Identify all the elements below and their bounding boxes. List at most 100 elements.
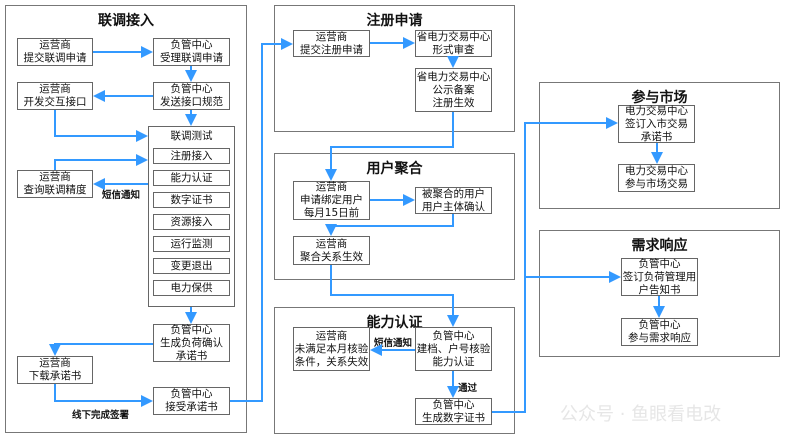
flow-arrow: [54, 154, 148, 170]
box-line: 建档、户号核验: [416, 342, 491, 355]
box-line: 开发交互接口: [23, 96, 87, 108]
box-line: 公示备案: [432, 83, 475, 96]
panel-title: 能力认证: [366, 315, 423, 331]
box-line: 运营商: [39, 83, 71, 95]
box-line: 运营商: [39, 171, 71, 183]
box-line: 负管中心: [170, 83, 213, 95]
joint-send-box: 负管中心发送接口规范: [153, 82, 230, 110]
box-line: 电力交易中心: [625, 165, 688, 177]
flow-arrow: [49, 343, 153, 356]
flow-arrow: [330, 265, 459, 327]
panel-market: 参与市场: [539, 82, 780, 209]
joint-test-item: 变更退出: [153, 258, 230, 274]
box-line: 生成负荷确认: [160, 336, 223, 349]
box-line: 提交联调申请: [23, 52, 87, 64]
box-line: 负管中心: [170, 323, 213, 336]
register-publicize-box: 省电力交易中心公示备案注册生效: [415, 68, 492, 112]
aggregate-bind-box: 运营商申请绑定用户每月15日前: [293, 181, 370, 220]
box-line: 用户主体确认: [422, 200, 485, 213]
box-line: 运营商: [315, 181, 348, 193]
box-line: 参与市场交易: [625, 178, 688, 190]
joint-submit-box: 运营商提交联调申请: [17, 38, 93, 66]
box-line: 省电力交易中心: [416, 30, 491, 43]
box-line: 下载承诺书: [28, 370, 82, 382]
box-line: 生成数字证书: [422, 411, 485, 424]
box-line: 签订负荷管理用: [622, 270, 697, 283]
box-line: 每月15日前: [303, 207, 360, 219]
pass-label: 通过: [458, 383, 478, 394]
offline-sign-label: 线下完成签署: [72, 410, 130, 421]
register-review-box: 省电力交易中心形式审查: [415, 30, 492, 57]
panel-title: 联调接入: [98, 13, 154, 29]
box-line: 被聚合的用户: [422, 187, 485, 200]
joint-test-item: 资源接入: [153, 214, 230, 230]
joint-test-item: 注册接入: [153, 148, 230, 164]
box-line: 未满足本月核验: [294, 342, 369, 355]
sms-label: 短信通知: [374, 338, 413, 349]
panel-title: 需求响应: [631, 238, 688, 254]
box-line: 运营商: [315, 237, 348, 250]
capability-cert-box: 负管中心生成数字证书: [415, 398, 492, 425]
aggregate-effective-box: 运营商聚合关系生效: [293, 236, 370, 265]
joint-test-item: 电力保供: [153, 280, 230, 296]
box-line: 负管中心: [170, 39, 213, 51]
box-line: 负管中心: [432, 329, 475, 342]
box-line: 负管中心: [432, 398, 475, 411]
flow-arrow: [492, 117, 618, 413]
box-line: 提交注册申请: [300, 43, 363, 56]
box-line: 运营商: [315, 329, 348, 342]
box-line: 户告知书: [638, 283, 681, 296]
joint-download-box: 运营商下载承诺书: [17, 356, 93, 384]
box-line: 聚合关系生效: [300, 250, 363, 263]
demand-respond-box: 负管中心参与需求响应: [621, 318, 698, 346]
panel-title: 注册申请: [366, 13, 423, 29]
joint-develop-box: 运营商开发交互接口: [17, 82, 93, 110]
box-line: 承诺书: [640, 130, 673, 143]
box-line: 运营商: [39, 39, 71, 51]
joint-query-box: 运营商查询联调精度: [17, 170, 93, 198]
box-line: 注册生效: [432, 96, 475, 109]
box-line: 能力认证: [432, 355, 475, 368]
capability-verify-box: 负管中心建档、户号核验能力认证: [415, 327, 492, 371]
joint-test-item: 数字证书: [153, 192, 230, 208]
sms-label: 短信通知: [102, 190, 141, 201]
box-line: 电力交易中心: [625, 104, 688, 117]
box-line: 承诺书: [175, 349, 208, 362]
joint-test-title: 联调测试: [170, 130, 213, 142]
aggregate-confirm-box: 被聚合的用户用户主体确认: [415, 187, 492, 214]
joint-generate-box: 负管中心生成负荷确认承诺书: [153, 324, 230, 362]
box-line: 负管中心: [638, 319, 681, 331]
flow-arrow: [325, 112, 454, 181]
box-line: 运营商: [39, 357, 71, 369]
panel-title: 用户聚合: [366, 161, 423, 177]
joint-receive-box: 负管中心接受承诺书: [153, 387, 230, 415]
box-line: 参与需求响应: [628, 332, 691, 344]
flow-arrow: [54, 110, 148, 142]
panel-title: 参与市场: [631, 90, 688, 106]
box-line: 发送接口规范: [160, 96, 223, 108]
box-line: 省电力交易中心: [416, 70, 491, 83]
box-line: 查询联调精度: [23, 184, 87, 196]
market-sign-box: 电力交易中心签订入市交易承诺书: [618, 105, 695, 143]
watermark: 公众号 · 鱼眼看电改: [560, 404, 722, 425]
register-submit-box: 运营商提交注册申请: [293, 30, 370, 57]
box-line: 受理联调申请: [160, 52, 223, 64]
box-line: 形式审查: [432, 43, 475, 56]
joint-test-item: 能力认证: [153, 170, 230, 186]
box-line: 条件，关系失效: [294, 355, 369, 368]
joint-test-item: 运行监测: [153, 236, 230, 252]
box-line: 申请绑定用户: [300, 194, 363, 206]
flow-arrow: [325, 214, 454, 236]
box-line: 接受承诺书: [165, 401, 218, 413]
market-trade-box: 电力交易中心参与市场交易: [618, 164, 695, 192]
box-line: 负管中心: [638, 257, 681, 270]
flow-arrow: [230, 38, 293, 402]
joint-accept-box: 负管中心受理联调申请: [153, 38, 230, 66]
box-line: 负管中心: [170, 388, 213, 400]
box-line: 签订入市交易: [625, 117, 688, 130]
flow-arrow: [54, 384, 153, 407]
capability-fail-box: 运营商未满足本月核验条件，关系失效: [293, 327, 370, 371]
demand-sign-box: 负管中心签订负荷管理用户告知书: [621, 258, 698, 296]
